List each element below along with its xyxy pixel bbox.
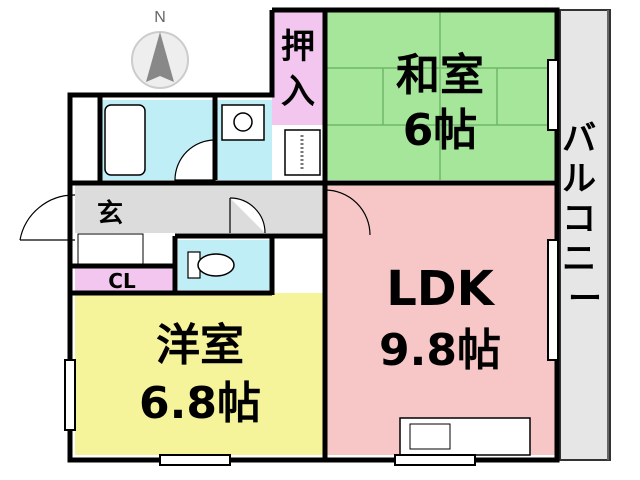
oshiire-char-1: 押 xyxy=(281,27,315,67)
compass-needle-icon xyxy=(146,32,174,82)
shoe-cabinet xyxy=(77,233,144,265)
washroom xyxy=(215,100,272,180)
window-ldk xyxy=(547,239,559,361)
window-youshitsu-south xyxy=(159,454,231,466)
washitsu-size: 6帖 xyxy=(403,105,478,156)
corridor-floor xyxy=(145,183,325,233)
closet-floor xyxy=(75,268,175,293)
corridor xyxy=(145,183,325,234)
ldk-floor xyxy=(325,183,555,455)
walls xyxy=(67,7,560,463)
genkan-floor xyxy=(75,183,145,233)
compass-north-label: N xyxy=(154,9,166,26)
youshitsu-size: 6.8帖 xyxy=(139,378,261,429)
balcony-char-2: ル xyxy=(562,159,596,199)
window-ldk-south xyxy=(394,454,476,466)
balcony-area xyxy=(559,9,611,461)
closet-label: CL xyxy=(108,269,136,293)
window-washitsu xyxy=(547,59,559,131)
genkan: 玄 xyxy=(19,183,145,265)
oshiire: 押 入 xyxy=(272,10,325,125)
genkan-label: 玄 xyxy=(97,198,123,229)
balcony-char-1: バ xyxy=(562,119,596,159)
balcony-char-4: ニ xyxy=(562,239,596,279)
windows xyxy=(64,59,559,466)
ldk-name: LDK xyxy=(386,261,495,317)
hall-door-swing xyxy=(229,197,266,234)
ldk-size: 9.8帖 xyxy=(379,325,501,376)
youshitsu-floor xyxy=(75,293,325,455)
oshiire-char-2: 入 xyxy=(281,72,315,112)
toilet-icon xyxy=(197,253,235,277)
ldk: LDK 9.8帖 xyxy=(324,183,555,456)
washitsu: 和室 6帖 xyxy=(325,10,555,180)
ldk-door-swing xyxy=(324,189,371,236)
balcony: バ ル コ ニ ー xyxy=(559,9,611,461)
kitchen-sink-icon xyxy=(409,423,451,450)
balcony-char-3: コ xyxy=(562,199,596,239)
youshitsu: 洋室 6.8帖 xyxy=(75,293,325,455)
washer-space xyxy=(284,129,321,176)
entrance-door-swing xyxy=(19,194,76,241)
bathtub-icon xyxy=(104,104,146,176)
bathroom xyxy=(100,100,216,181)
balcony-label: バ ル コ ニ ー xyxy=(562,119,608,319)
closet: CL xyxy=(75,268,175,293)
bathroom-door-swing xyxy=(174,139,216,181)
compass: N xyxy=(131,9,189,89)
toilet xyxy=(178,240,270,290)
balcony-char-5: ー xyxy=(568,279,602,319)
window-youshitsu-west xyxy=(64,359,76,431)
youshitsu-name: 洋室 xyxy=(156,320,244,371)
washitsu-name: 和室 xyxy=(396,50,484,101)
oshiire-floor xyxy=(272,10,325,125)
